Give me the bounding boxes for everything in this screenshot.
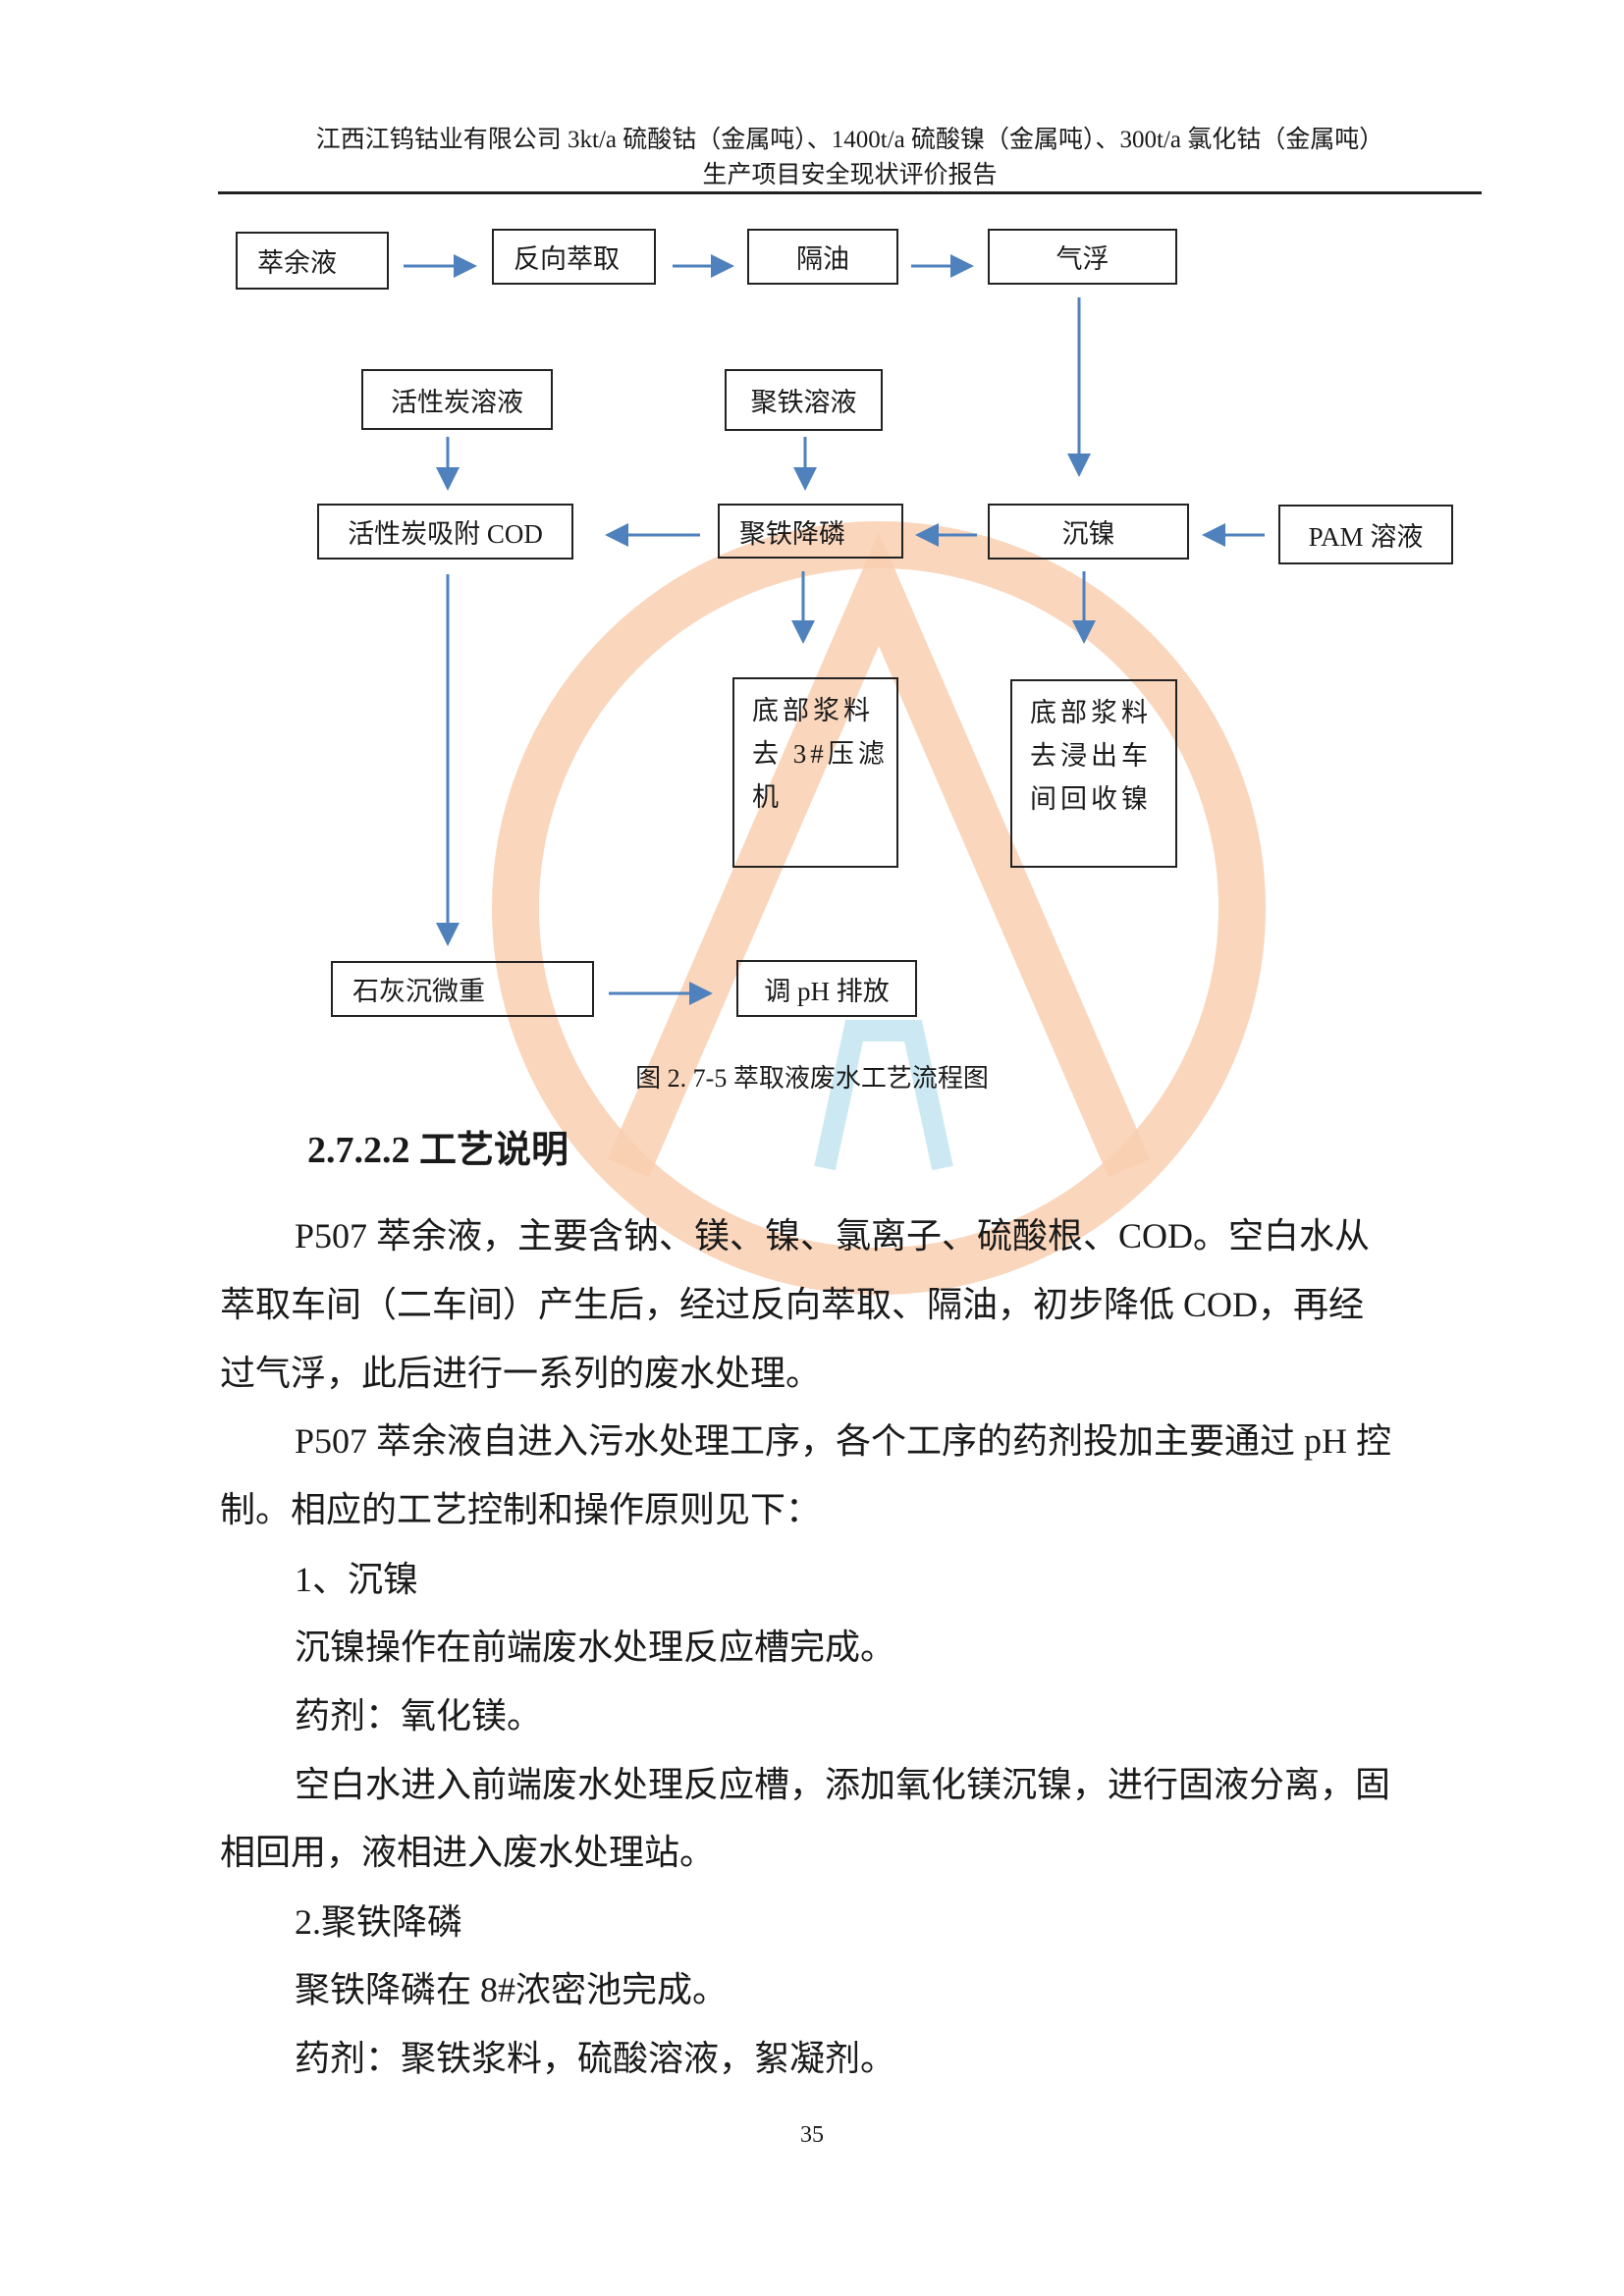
header-title-line2: 生产项目安全现状评价报告 xyxy=(702,162,998,188)
body-line: P507 萃余液，主要含钠、镁、镍、氯离子、硫酸根、COD。空白水从 xyxy=(295,1216,1371,1255)
box-label: 石灰沉微重 xyxy=(352,977,485,1006)
body-line: 1、沉镍 xyxy=(295,1560,419,1599)
box-label: 底部浆料 xyxy=(752,696,874,725)
box-label: 聚铁降磷 xyxy=(739,518,845,549)
box-carbon-solution: 活性炭溶液 xyxy=(361,369,553,430)
box-label: 反向萃取 xyxy=(514,244,620,274)
box-label: 调 pH 排放 xyxy=(764,976,890,1006)
box-label: 间回收镍 xyxy=(1030,784,1152,814)
box-polyiron-solution: 聚铁溶液 xyxy=(725,369,883,431)
body-line: 聚铁降磷在 8#浓密池完成。 xyxy=(295,1970,729,2009)
box-label: 活性炭吸附 COD xyxy=(348,519,543,549)
figure-caption: 图 2. 7-5 萃取液废水工艺流程图 xyxy=(635,1064,989,1093)
body-line: 制。相应的工艺控制和操作原则见下： xyxy=(220,1490,822,1529)
box-oil-separation: 隔油 xyxy=(747,229,898,285)
box-label: 去 3#压滤 xyxy=(752,739,889,769)
body-line: 药剂：氧化镁。 xyxy=(295,1696,543,1735)
box-nickel-precipitation: 沉镍 xyxy=(988,504,1189,560)
box-label: 沉镍 xyxy=(1061,519,1115,549)
box-label: 活性炭溶液 xyxy=(391,387,523,417)
box-label: 气浮 xyxy=(1056,244,1110,274)
box-carbon-cod: 活性炭吸附 COD xyxy=(317,504,573,560)
box-label: 聚铁溶液 xyxy=(750,388,857,417)
box-polyiron-phosphorus: 聚铁降磷 xyxy=(718,504,903,559)
box-label: 去浸出车 xyxy=(1030,741,1152,771)
box-label: 底部浆料 xyxy=(1030,698,1152,727)
body-line: 相回用，液相进入废水处理站。 xyxy=(220,1833,716,1872)
box-pam-solution: PAM 溶液 xyxy=(1278,505,1453,564)
body-line: 沉镍操作在前端废水处理反应槽完成。 xyxy=(295,1628,896,1667)
header-rule xyxy=(218,191,1482,194)
box-ph-discharge: 调 pH 排放 xyxy=(736,960,917,1017)
body-line: 药剂：聚铁浆料，硫酸溶液，絮凝剂。 xyxy=(295,2039,896,2078)
box-label: 萃余液 xyxy=(257,248,337,278)
box-label: PAM 溶液 xyxy=(1308,522,1424,552)
body-line: 萃取车间（二车间）产生后，经过反向萃取、隔油，初步降低 COD，再经 xyxy=(220,1285,1365,1324)
box-air-flotation: 气浮 xyxy=(988,229,1177,285)
box-label: 隔油 xyxy=(796,244,849,274)
box-lime-settling: 石灰沉微重 xyxy=(331,961,594,1017)
body-line: P507 萃余液自进入污水处理工序，各个工序的药剂投加主要通过 pH 控 xyxy=(295,1421,1392,1461)
body-line: 过气浮，此后进行一系列的废水处理。 xyxy=(220,1354,822,1393)
box-back-extraction: 反向萃取 xyxy=(492,229,656,285)
body-line: 2.聚铁降磷 xyxy=(295,1902,463,1942)
box-raffinate: 萃余液 xyxy=(236,232,389,290)
box-sludge-leach-recovery: 底部浆料 去浸出车 间回收镍 xyxy=(1010,679,1177,868)
box-sludge-filter-press: 底部浆料 去 3#压滤 机 xyxy=(732,677,898,868)
header-title-line1: 江西江钨钴业有限公司 3kt/a 硫酸钴（金属吨）、1400t/a 硫酸镍（金属… xyxy=(315,127,1384,153)
page-number: 35 xyxy=(800,2122,824,2148)
section-heading: 2.7.2.2 工艺说明 xyxy=(307,1130,569,1171)
flowchart-arrows xyxy=(404,254,1265,1005)
body-line: 空白水进入前端废水处理反应槽，添加氧化镁沉镍，进行固液分离，固 xyxy=(295,1765,1391,1804)
box-label: 机 xyxy=(752,782,783,812)
